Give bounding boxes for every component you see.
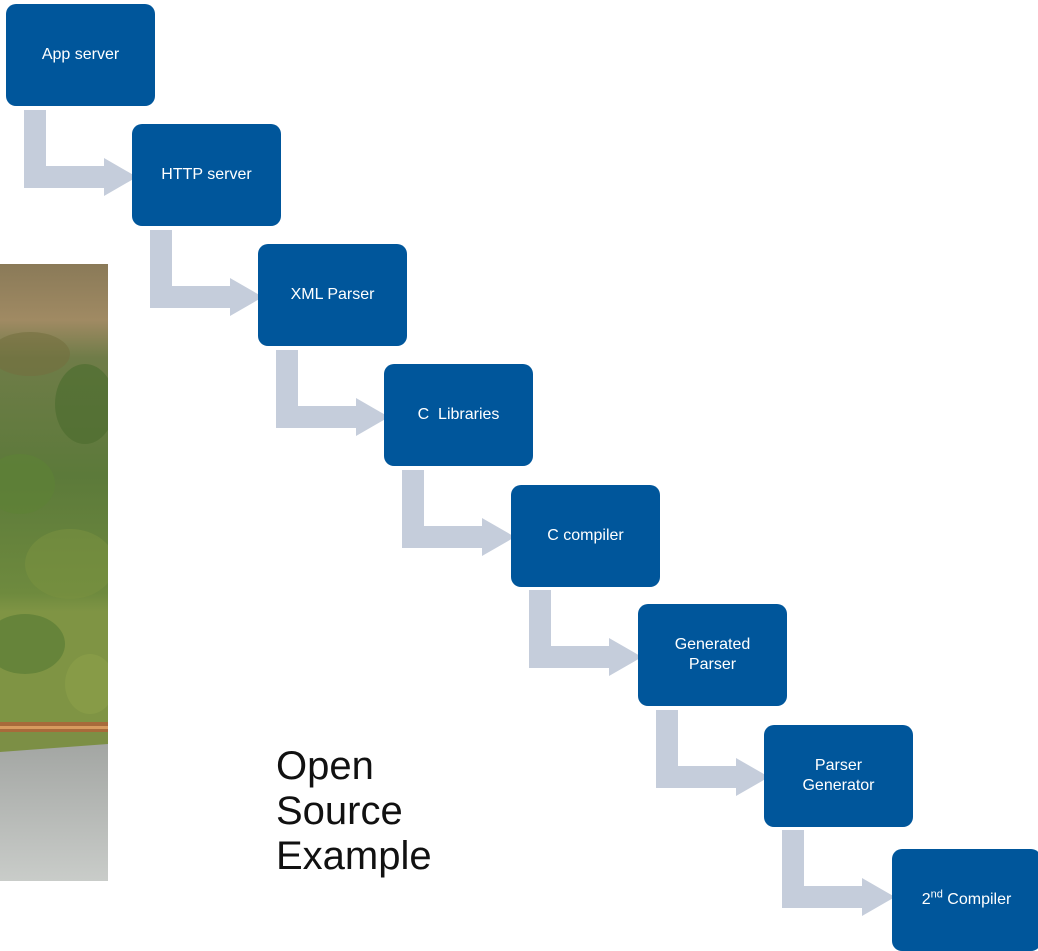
- step-xml-parser: XML Parser: [258, 244, 407, 346]
- elbow-arrow-3: [276, 350, 389, 436]
- step-label: HTTP server: [161, 166, 252, 183]
- caption-line: Source: [276, 789, 403, 833]
- elbow-arrow-1: [24, 110, 137, 196]
- step-http-server: HTTP server: [132, 124, 281, 226]
- step-label: App server: [41, 46, 120, 63]
- step-label: C Libraries: [417, 406, 500, 423]
- step-app-server: App server: [6, 4, 155, 106]
- step-c-libraries: C Libraries: [384, 364, 533, 466]
- step-label: Parser Generator: [802, 757, 875, 794]
- step-label: C compiler: [547, 527, 624, 544]
- step-label: Generated Parser: [674, 636, 751, 673]
- landscape-photo: [0, 264, 108, 881]
- caption-line: Open: [276, 744, 374, 788]
- step-label: XML Parser: [290, 286, 375, 303]
- step-generated-parser: Generated Parser: [638, 604, 787, 706]
- step-2nd-compiler: 2nd Compiler: [892, 849, 1038, 951]
- elbow-arrow-7: [782, 830, 895, 916]
- step-c-compiler: C compiler: [511, 485, 660, 587]
- step-label: 2nd Compiler: [921, 888, 1012, 908]
- elbow-arrow-6: [656, 710, 769, 796]
- step-parser-generator: Parser Generator: [764, 725, 913, 827]
- caption-line: Example: [276, 834, 432, 878]
- elbow-arrow-2: [150, 230, 263, 316]
- elbow-arrow-4: [402, 470, 515, 556]
- caption: Open Source Example: [276, 744, 432, 879]
- elbow-arrow-5: [529, 590, 642, 676]
